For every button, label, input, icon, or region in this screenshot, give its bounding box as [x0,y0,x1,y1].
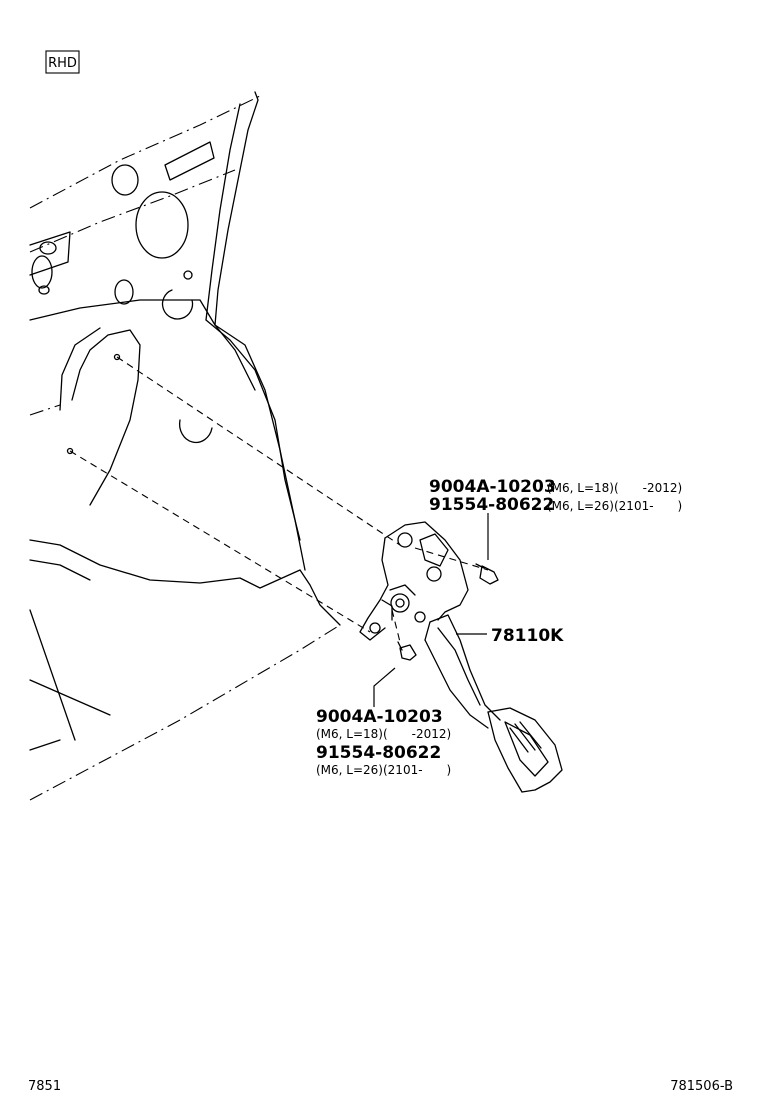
dash-panel [29,91,341,801]
leader-lower-bolt [373,667,396,707]
rhd-badge-label: RHD [48,56,77,71]
accelerator-pedal-assembly [359,521,563,793]
callout-lower-2-spec: (M6, L=26)(2101- ) [316,763,451,777]
footer-left-code: 7851 [28,1079,61,1094]
projection-lines [69,356,489,643]
bolt-lower [397,641,417,661]
callout-upper-1-part: 9004A-10203 [429,477,556,497]
callout-upper-2-spec: (M6, L=26)(2101- ) [547,499,682,513]
footer-right-code: 781506-B [670,1079,733,1094]
bolt-upper [475,563,499,585]
callout-upper-1-spec: (M6, L=18)( -2012) [547,481,682,495]
rhd-badge: RHD [45,50,80,74]
callout-pedal-part: 78110K [491,626,564,646]
callout-lower-1-part: 9004A-10203 [316,707,443,727]
callout-lower-2-part: 91554-80622 [316,743,441,763]
callout-lower-1-spec: (M6, L=18)( -2012) [316,727,451,741]
callout-upper-2-part: 91554-80622 [429,495,554,515]
